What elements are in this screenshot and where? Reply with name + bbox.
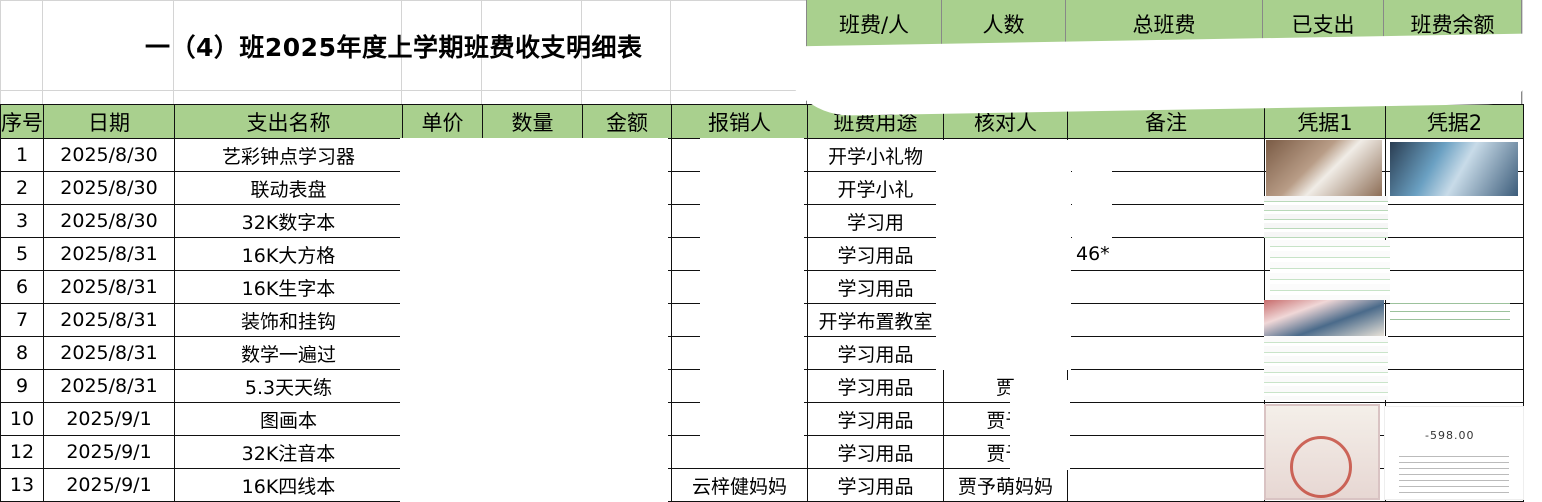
cell-name[interactable]: 艺彩钟点学习器: [174, 138, 403, 172]
receipt-screenshot[interactable]: [1270, 240, 1390, 300]
cell-date[interactable]: 2025/8/31: [43, 369, 175, 403]
cell-date[interactable]: 2025/8/31: [43, 237, 175, 271]
col-header-amount[interactable]: 金额: [582, 104, 672, 139]
cell-no[interactable]: 5: [0, 237, 44, 271]
receipt-photo[interactable]: [1266, 140, 1382, 198]
cell-name[interactable]: 装饰和挂钩: [174, 303, 403, 337]
cell-purpose[interactable]: 学习用品: [807, 336, 944, 370]
gridline: [401, 0, 402, 104]
summary-header-count[interactable]: 人数: [942, 0, 1066, 48]
gridline: [173, 0, 174, 104]
cell-name[interactable]: 联动表盘: [174, 171, 403, 205]
cell-name[interactable]: 16K生字本: [174, 270, 403, 304]
cell-reimburser[interactable]: 云梓健妈妈: [671, 468, 808, 502]
receipt-amount: -598.00: [1425, 429, 1475, 442]
cell-date[interactable]: 2025/9/1: [43, 402, 175, 436]
cell-no[interactable]: 12: [0, 435, 44, 469]
col-header-date[interactable]: 日期: [43, 104, 175, 139]
redaction-block: [700, 138, 804, 468]
cell-no[interactable]: 13: [0, 468, 44, 502]
cell-name[interactable]: 16K大方格: [174, 237, 403, 271]
redaction-block: [779, 33, 1541, 117]
redaction-block: [1010, 380, 1070, 470]
cell-date[interactable]: 2025/8/31: [43, 270, 175, 304]
cell-name[interactable]: 32K注音本: [174, 435, 403, 469]
redaction-block: [936, 140, 1071, 370]
cell-purpose[interactable]: 学习用: [807, 204, 944, 238]
receipt-screenshot[interactable]: [1264, 196, 1388, 238]
cell-purpose[interactable]: 学习用品: [807, 237, 944, 271]
cell-no[interactable]: 6: [0, 270, 44, 304]
gridline: [0, 0, 806, 1]
cell-name[interactable]: 32K数字本: [174, 204, 403, 238]
cell-purpose[interactable]: 学习用品: [807, 468, 944, 502]
col-header-no[interactable]: 序号: [0, 104, 44, 139]
cell-date[interactable]: 2025/8/30: [43, 204, 175, 238]
receipt-screenshot[interactable]: [1390, 296, 1510, 324]
cell-purpose[interactable]: 开学小礼: [807, 171, 944, 205]
cell-voucher2[interactable]: [1385, 204, 1524, 238]
cell-name[interactable]: 数学一遍过: [174, 336, 403, 370]
col-header-reimburser[interactable]: 报销人: [671, 104, 808, 139]
cell-date[interactable]: 2025/8/31: [43, 303, 175, 337]
cell-notes[interactable]: [1067, 336, 1265, 370]
col-header-name[interactable]: 支出名称: [174, 104, 403, 139]
summary-header-per-person[interactable]: 班费/人: [806, 0, 942, 48]
gridline: [481, 0, 482, 104]
cell-date[interactable]: 2025/8/31: [43, 336, 175, 370]
col-header-unit-price[interactable]: 单价: [402, 104, 483, 139]
cell-no[interactable]: 8: [0, 336, 44, 370]
cell-purpose[interactable]: 学习用品: [807, 270, 944, 304]
cell-no[interactable]: 3: [0, 204, 44, 238]
cell-no[interactable]: 10: [0, 402, 44, 436]
col-header-quantity[interactable]: 数量: [482, 104, 583, 139]
cell-purpose[interactable]: 开学布置教室: [807, 303, 944, 337]
receipt-photo[interactable]: [1390, 142, 1518, 196]
cell-date[interactable]: 2025/9/1: [43, 435, 175, 469]
cell-purpose[interactable]: 学习用品: [807, 369, 944, 403]
sheet-title: 一（4）班2025年度上学期班费收支明细表: [145, 33, 643, 62]
cell-purpose[interactable]: 学习用品: [807, 435, 944, 469]
receipt-screenshot[interactable]: -598.00: [1384, 406, 1524, 500]
redaction-block: [1072, 140, 1112, 240]
cell-purpose[interactable]: 开学小礼物: [807, 138, 944, 172]
cell-voucher2[interactable]: [1385, 369, 1524, 403]
cell-notes[interactable]: 46*: [1067, 237, 1265, 271]
gridline: [581, 0, 582, 104]
cell-no[interactable]: 2: [0, 171, 44, 205]
gridline: [0, 0, 1, 104]
cell-checker[interactable]: 贾予萌妈妈: [943, 468, 1068, 502]
cell-no[interactable]: 7: [0, 303, 44, 337]
cell-voucher2[interactable]: [1385, 237, 1524, 271]
cell-date[interactable]: 2025/8/30: [43, 171, 175, 205]
cell-date[interactable]: 2025/9/1: [43, 468, 175, 502]
cell-notes[interactable]: [1067, 270, 1265, 304]
cell-purpose[interactable]: 学习用品: [807, 402, 944, 436]
receipt-screenshot[interactable]: [1264, 336, 1388, 400]
cell-no[interactable]: 1: [0, 138, 44, 172]
receipt-invoice-photo[interactable]: [1264, 404, 1380, 500]
cell-date[interactable]: 2025/8/30: [43, 138, 175, 172]
redaction-block: [400, 138, 668, 502]
gridline: [670, 0, 671, 104]
cell-notes[interactable]: [1067, 435, 1265, 469]
gridline: [0, 90, 806, 91]
cell-notes[interactable]: [1067, 303, 1265, 337]
col-header-voucher2[interactable]: 凭据2: [1385, 104, 1524, 139]
cell-notes[interactable]: [1067, 402, 1265, 436]
stamp-icon: [1290, 436, 1352, 498]
cell-notes[interactable]: [1067, 468, 1265, 502]
cell-notes[interactable]: [1067, 369, 1265, 403]
cell-name[interactable]: 5.3天天练: [174, 369, 403, 403]
gridline: [42, 0, 43, 104]
header-row: 序号 日期 支出名称 单价 数量 金额 报销人 班费用途 核对人 备注 凭据1 …: [0, 104, 1524, 139]
receipt-photo[interactable]: [1264, 300, 1384, 336]
cell-voucher2[interactable]: [1385, 336, 1524, 370]
col-header-voucher1[interactable]: 凭据1: [1264, 104, 1386, 139]
cell-name[interactable]: 图画本: [174, 402, 403, 436]
cell-name[interactable]: 16K四线本: [174, 468, 403, 502]
receipt-lines: [1399, 451, 1509, 495]
cell-no[interactable]: 9: [0, 369, 44, 403]
